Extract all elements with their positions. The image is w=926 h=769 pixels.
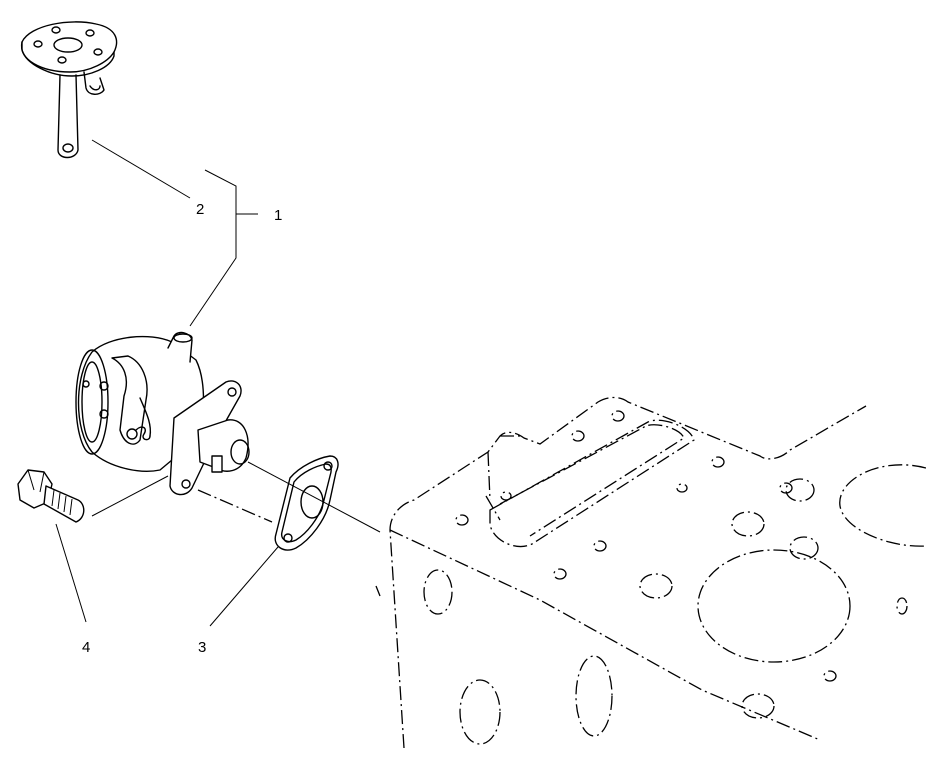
callout-3: 3: [198, 639, 206, 656]
part-flange-plate: [20, 21, 118, 159]
callout-2: 2: [196, 201, 204, 218]
part-fuel-pump: [75, 331, 250, 496]
part-bolt: [17, 469, 85, 523]
leader-lines: [55, 139, 285, 627]
engine-block: [375, 396, 926, 749]
callout-labels: 1 2 3 4: [82, 201, 282, 656]
callout-4: 4: [82, 639, 90, 656]
alignment-lines: [197, 461, 381, 533]
part-gasket: [274, 455, 339, 551]
callout-1: 1: [274, 207, 282, 224]
